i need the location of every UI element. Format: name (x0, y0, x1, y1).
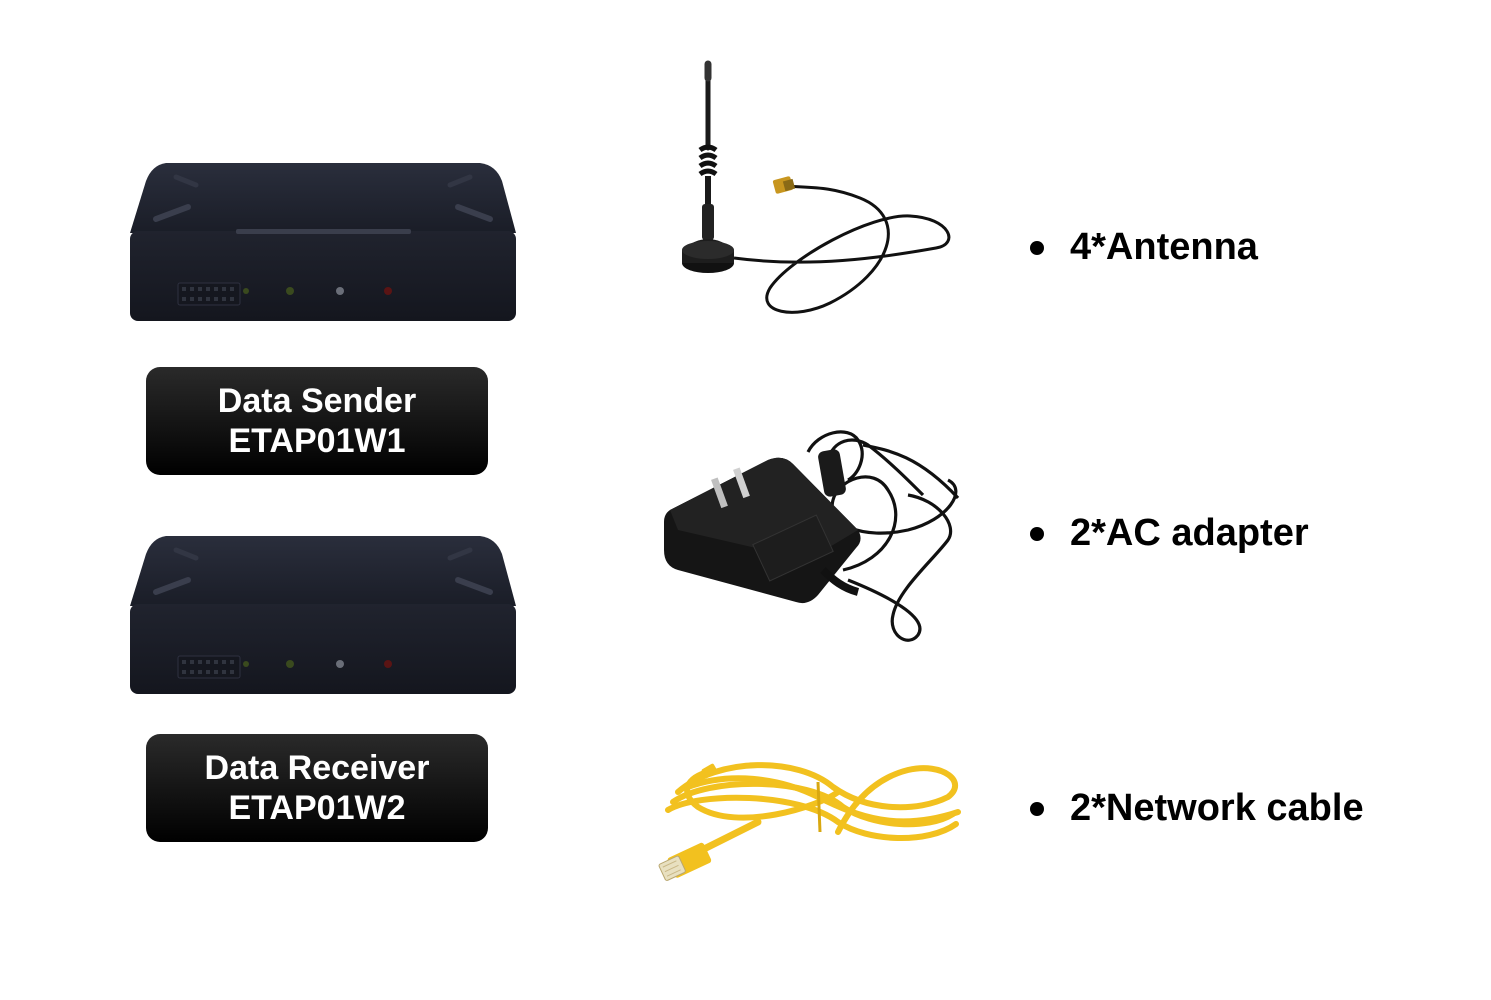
bullet-icon (1030, 526, 1044, 541)
data-receiver-title: Data Receiver (204, 749, 430, 787)
ac-adapter-icon (664, 430, 960, 642)
accessory-item-network-cable: 2*Network cable (1030, 787, 1364, 830)
accessory-label-antenna: 4*Antenna (1070, 226, 1258, 268)
data-sender-device-image (130, 163, 516, 321)
data-receiver-device-image (130, 536, 516, 694)
data-receiver-badge: Data Receiver ETAP01W2 (146, 734, 488, 842)
accessory-item-antenna: 4*Antenna (1030, 226, 1258, 269)
antenna-icon (682, 60, 951, 314)
accessory-label-ac-adapter: 2*AC adapter (1070, 512, 1309, 554)
bullet-icon (1030, 801, 1044, 816)
bullet-icon (1030, 240, 1044, 255)
network-cable-icon (658, 762, 961, 881)
data-sender-model: ETAP01W1 (228, 422, 406, 460)
accessory-item-ac-adapter: 2*AC adapter (1030, 512, 1309, 555)
data-sender-badge: Data Sender ETAP01W1 (146, 367, 488, 475)
data-sender-title: Data Sender (217, 382, 417, 420)
accessory-label-network-cable: 2*Network cable (1070, 787, 1364, 829)
data-receiver-model: ETAP01W2 (228, 789, 406, 827)
